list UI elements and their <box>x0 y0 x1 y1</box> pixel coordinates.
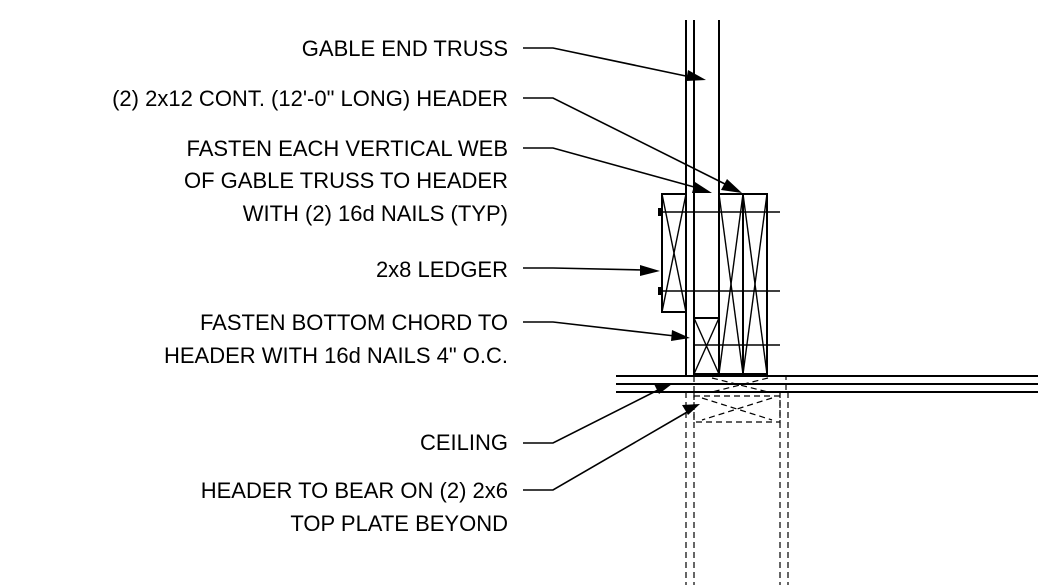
top-plate-beyond <box>685 375 789 585</box>
leaders <box>523 47 742 491</box>
ceiling <box>616 375 1038 393</box>
bottom-chord <box>693 317 720 375</box>
note-fasten-web-line1: FASTEN EACH VERTICAL WEB <box>186 136 508 161</box>
note-header: (2) 2x12 CONT. (12'-0" LONG) HEADER <box>112 86 508 111</box>
note-gable-end-truss: GABLE END TRUSS <box>302 36 508 61</box>
nails <box>658 208 780 346</box>
header-2x12 <box>718 193 768 375</box>
note-fasten-web-line2: OF GABLE TRUSS TO HEADER <box>184 168 508 193</box>
note-ceiling: CEILING <box>420 430 508 455</box>
note-fasten-web-line3: WITH (2) 16d NAILS (TYP) <box>243 201 508 226</box>
note-fasten-chord-line2: HEADER WITH 16d NAILS 4" O.C. <box>164 343 508 368</box>
note-ledger: 2x8 LEDGER <box>376 257 508 282</box>
ledger-2x8 <box>661 193 687 313</box>
notes: GABLE END TRUSS (2) 2x12 CONT. (12'-0" L… <box>112 36 508 536</box>
note-bear-line1: HEADER TO BEAR ON (2) 2x6 <box>201 478 508 503</box>
note-fasten-chord-line1: FASTEN BOTTOM CHORD TO <box>200 310 508 335</box>
note-bear-line2: TOP PLATE BEYOND <box>290 511 508 536</box>
